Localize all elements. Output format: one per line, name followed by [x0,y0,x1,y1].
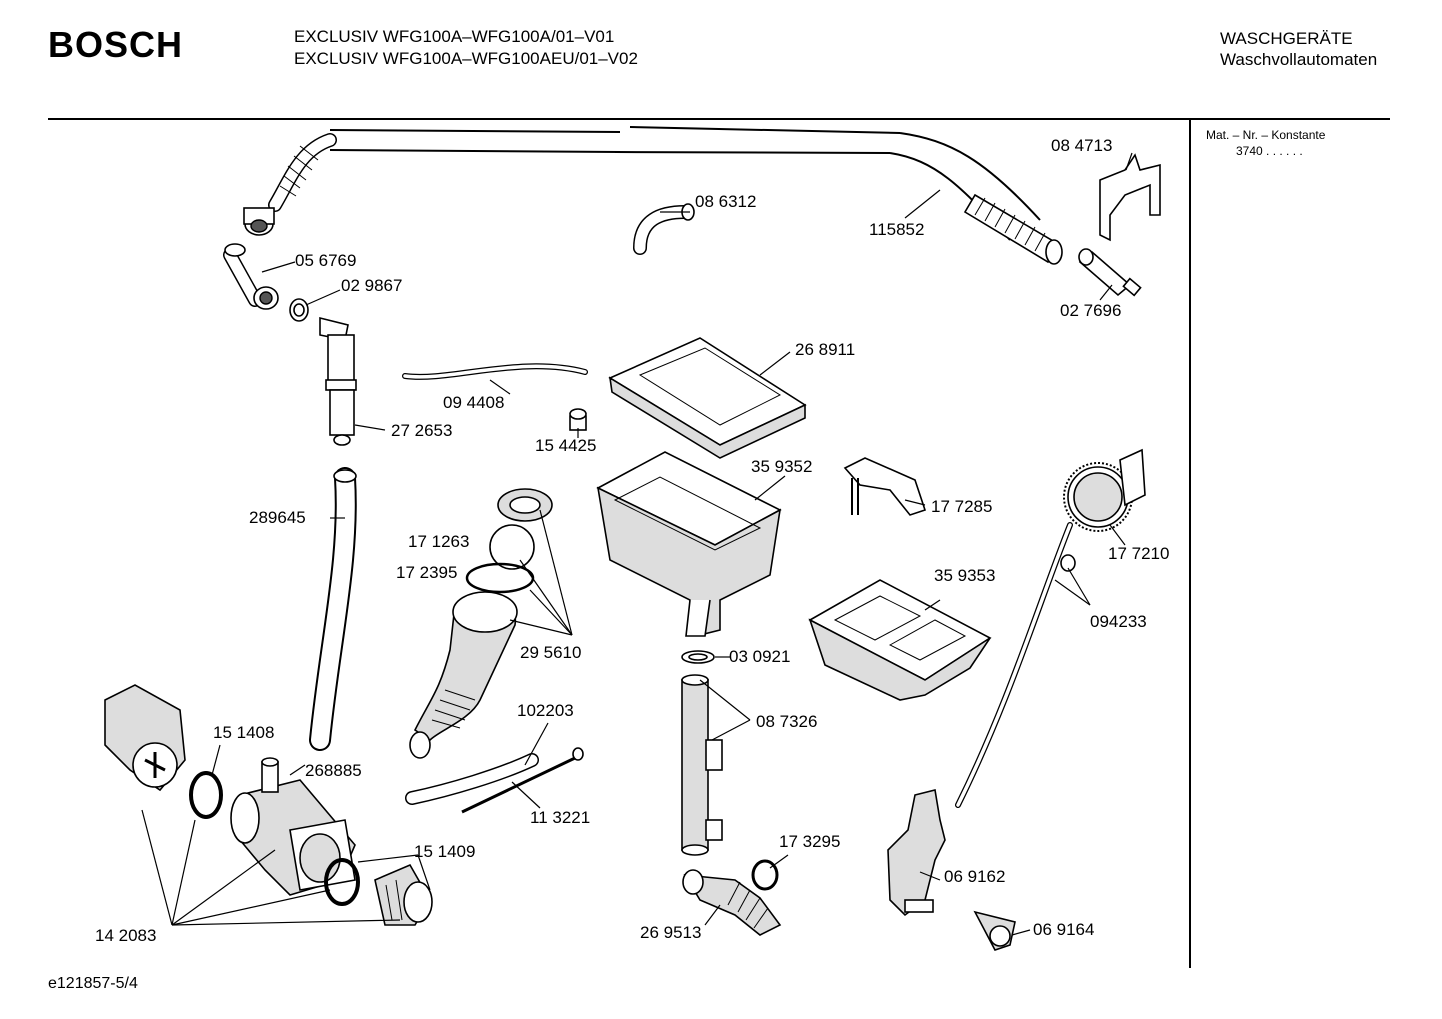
material-constant: 3740 . . . . . . [1236,144,1303,158]
label-027696: 02 7696 [1060,301,1121,320]
material-number-label: Mat. – Nr. – Konstante [1206,128,1326,142]
label-151409: 15 1409 [414,842,475,861]
hose-289645 [309,467,357,751]
elbow-hose-056769 [223,243,279,310]
hose-clamp-084713 [1099,153,1161,242]
category-line-2: Waschvollautomaten [1220,50,1378,69]
sidebar-rule [1189,118,1191,968]
rod-113221 [461,747,584,814]
header-rule [48,118,1390,120]
label-115852: 115852 [869,220,924,239]
label-069162: 06 9162 [944,867,1005,886]
label-087326: 08 7326 [756,712,817,731]
ring-151409 [324,858,360,906]
leader-lines [141,152,1133,936]
part-labels: 08 4713 08 6312 115852 05 6769 02 9867 0… [95,136,1169,945]
label-069164: 06 9164 [1033,920,1094,939]
label-102203: 102203 [517,701,574,720]
label-154425: 15 4425 [535,436,596,455]
label-094233: 094233 [1090,612,1147,631]
plug-027696 [1078,248,1142,297]
label-030921: 03 0921 [729,647,790,666]
label-177285: 17 7285 [931,497,992,516]
label-029867: 02 9867 [341,276,402,295]
bracket-069162 [887,789,946,917]
label-142083: 14 2083 [95,926,156,945]
pipe-087326 [681,674,723,856]
model-line-2: EXCLUSIV WFG100A–WFG100AEU/01–V02 [294,49,638,68]
label-295610: 29 5610 [520,643,581,662]
brand-logo: BOSCH [48,24,184,65]
valve-069164 [973,910,1016,951]
label-272653: 27 2653 [391,421,452,440]
valve-154425 [569,408,587,431]
dispenser-lid-268911 [608,337,807,459]
dispenser-housing-359352 [596,451,782,637]
clamp-173295 [751,859,779,891]
label-289645: 289645 [249,508,306,527]
detergent-drawer-359353 [808,579,992,701]
label-359352: 35 9352 [751,457,812,476]
ring-094233 [1060,554,1076,572]
label-056769: 05 6769 [295,251,356,270]
pump-142083 [104,684,186,792]
diagram-id: e121857-5/4 [48,975,138,992]
hose-086312 [633,203,695,255]
air-trap-272653 [319,316,357,446]
model-line-1: EXCLUSIV WFG100A–WFG100A/01–V01 [294,27,615,46]
label-268885: 268885 [305,761,362,780]
label-269513: 26 9513 [640,923,701,942]
pump-housing-268885 [230,757,356,896]
pressure-switch-177210 [1063,448,1146,532]
label-359353: 35 9353 [934,566,995,585]
drain-hose-115852 [243,126,1063,265]
label-268911: 26 8911 [795,340,855,359]
label-084713: 08 4713 [1051,136,1112,155]
label-086312: 08 6312 [695,192,756,211]
label-113221: 11 3221 [530,808,590,827]
label-177210: 17 7210 [1108,544,1169,563]
category-line-1: WASCHGERÄTE [1220,29,1353,48]
ring-151408 [189,771,223,819]
handle-177285 [843,457,927,516]
label-151408: 15 1408 [213,723,274,742]
label-171263: 17 1263 [408,532,469,551]
filter-insert [374,863,433,926]
label-172395: 17 2395 [396,563,457,582]
label-094408: 09 4408 [443,393,504,412]
label-173295: 17 3295 [779,832,840,851]
bellows-269513 [682,869,782,936]
